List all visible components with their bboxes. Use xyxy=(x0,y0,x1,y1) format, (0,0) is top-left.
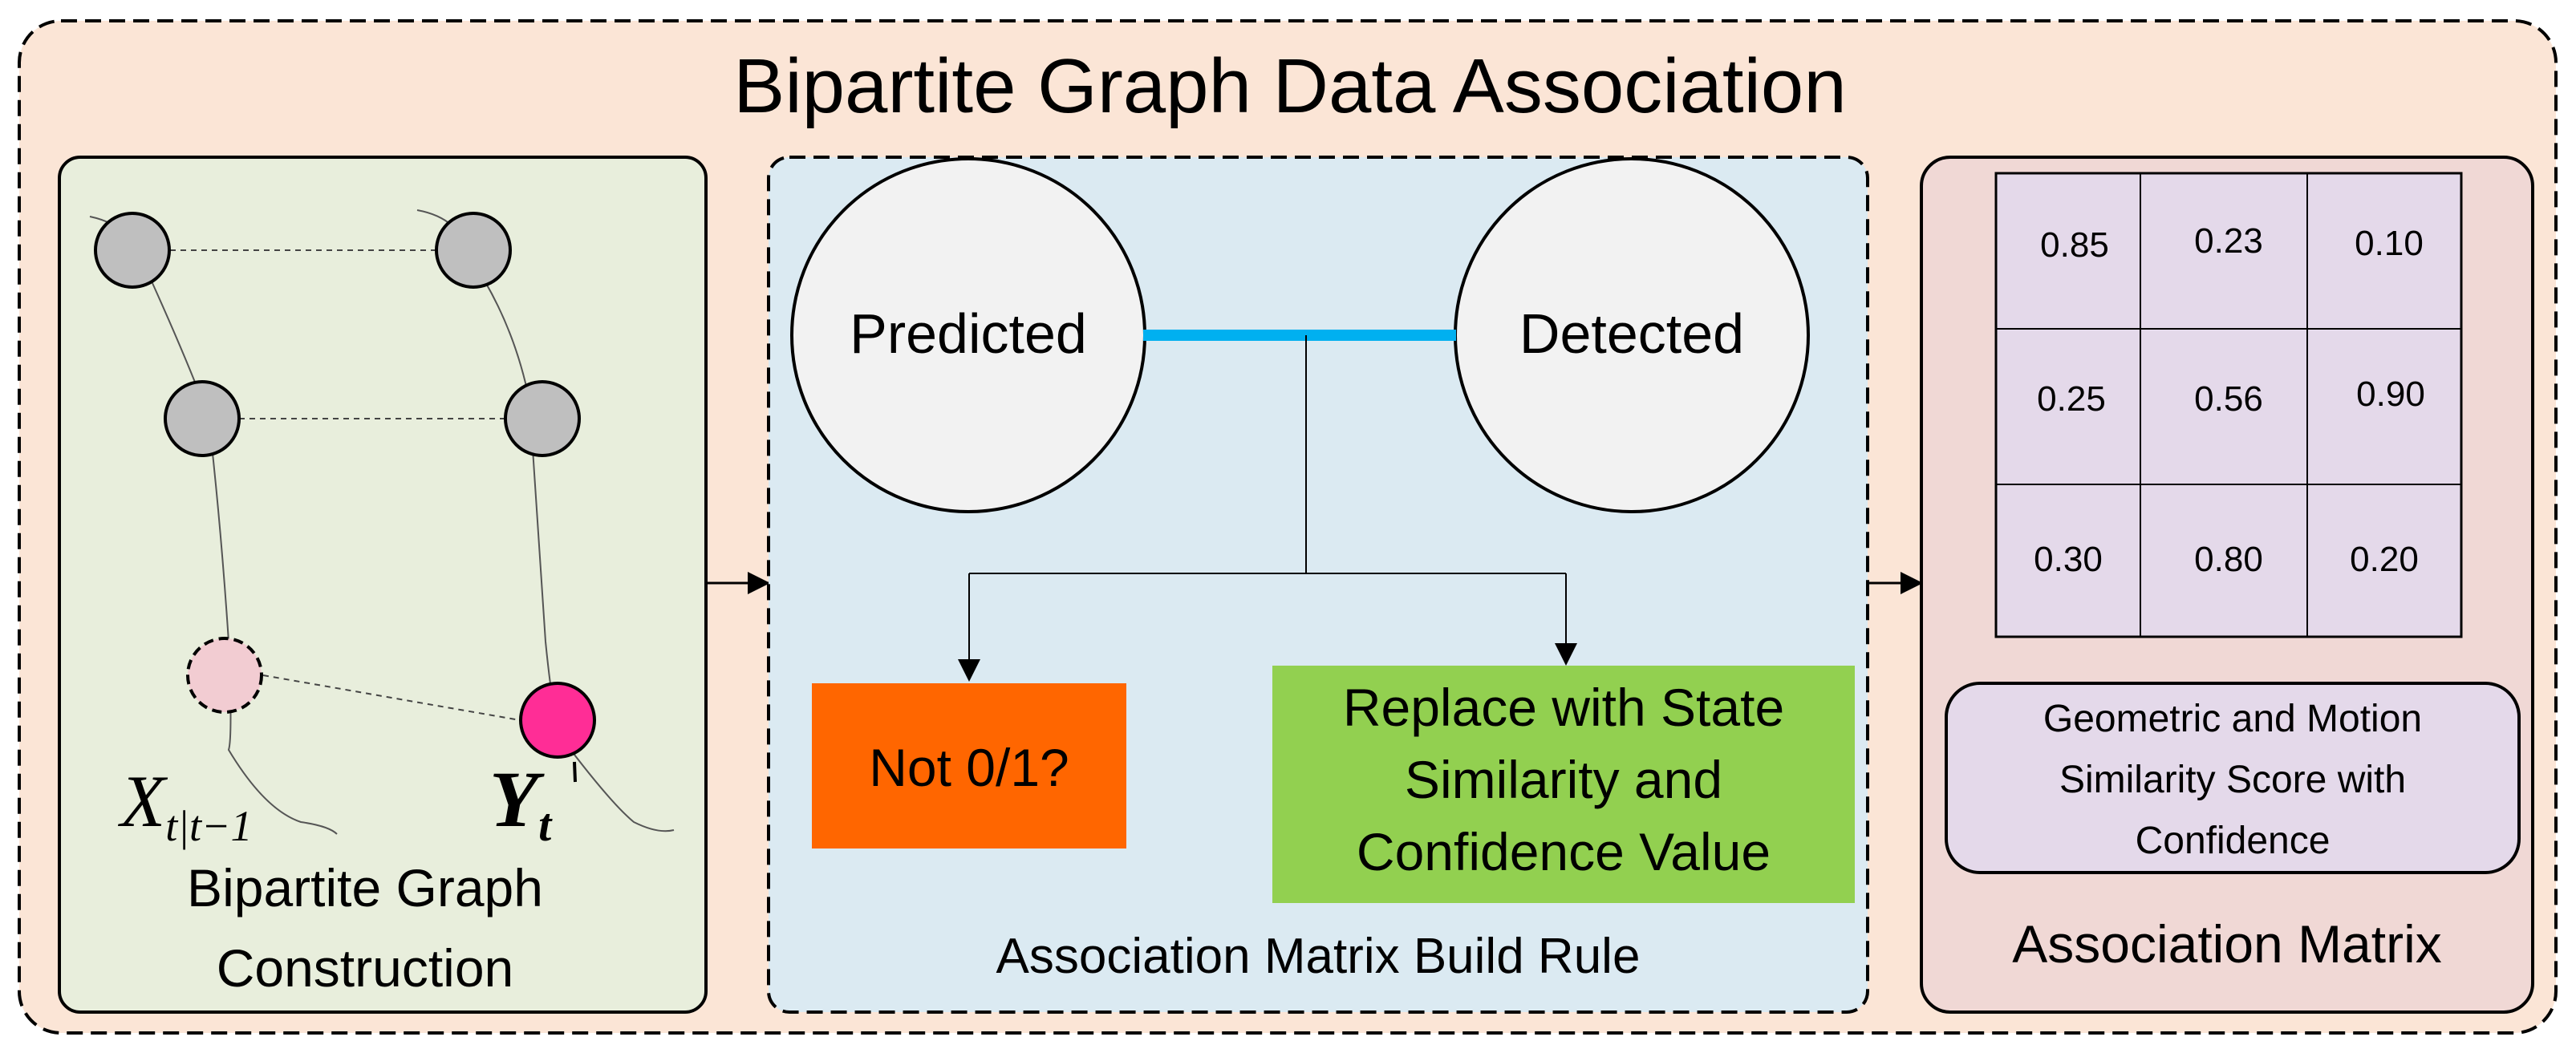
similarity-note-box xyxy=(1945,682,2521,874)
node-predicted-dashed xyxy=(186,637,263,714)
action-box xyxy=(1272,666,1855,903)
label-x-main: X xyxy=(117,760,168,842)
diagram-title: Bipartite Graph Data Association xyxy=(733,43,1846,129)
node-detected-label: Detected xyxy=(1519,302,1744,365)
left-caption-line1: Bipartite Graph xyxy=(187,858,543,917)
left-panel-box xyxy=(58,156,708,1014)
matrix-cell: 0.25 xyxy=(2037,379,2106,419)
decision-label: Not 0/1? xyxy=(869,738,1069,797)
action-label-line2: Similarity and xyxy=(1405,750,1722,809)
label-y-detected: Yt xyxy=(489,755,553,851)
similarity-note-line3: Confidence xyxy=(2136,820,2331,862)
action-label-line3: Confidence Value xyxy=(1357,822,1771,881)
node-gray-2 xyxy=(435,212,512,289)
center-panel: Predicted Detected Not 0/1? Replace with… xyxy=(767,156,1869,1014)
label-y-subscript: t xyxy=(538,799,553,851)
label-y-tick xyxy=(573,761,577,783)
decision-box xyxy=(812,683,1126,848)
matrix-cell: 0.80 xyxy=(2194,540,2263,579)
edge-row-3 xyxy=(262,674,521,721)
node-gray-1 xyxy=(94,212,171,289)
association-matrix: 0.85 0.23 0.10 0.25 0.56 0.90 0.30 0.80 … xyxy=(1994,172,2463,638)
matrix-cell: 0.90 xyxy=(2356,375,2425,414)
node-gray-4 xyxy=(504,380,581,457)
matrix-box xyxy=(1994,172,2463,638)
node-detected-magenta xyxy=(519,682,596,759)
label-x-subscript: t|t−1 xyxy=(165,802,252,850)
center-caption: Association Matrix Build Rule xyxy=(996,929,1641,984)
matrix-cell: 0.85 xyxy=(2040,225,2109,265)
label-x-predicted: Xt|t−1 xyxy=(117,760,253,850)
right-caption: Association Matrix xyxy=(2012,914,2442,974)
right-panel: 0.85 0.23 0.10 0.25 0.56 0.90 0.30 0.80 … xyxy=(1920,156,2534,1014)
similarity-note-line1: Geometric and Motion xyxy=(2043,698,2422,740)
left-caption-line2: Construction xyxy=(217,938,514,998)
node-gray-3 xyxy=(164,380,241,457)
matrix-cell: 0.23 xyxy=(2194,221,2263,261)
matrix-cell: 0.20 xyxy=(2350,540,2419,579)
similarity-note-line2: Similarity Score with xyxy=(2059,759,2406,801)
action-label-line1: Replace with State xyxy=(1343,678,1784,737)
matrix-cell: 0.10 xyxy=(2355,224,2424,263)
left-panel: Xt|t−1 Yt Bipartite Graph Construction xyxy=(58,156,708,1014)
label-y-main: Y xyxy=(489,755,545,844)
matrix-cell: 0.56 xyxy=(2194,379,2263,419)
matrix-cell: 0.30 xyxy=(2034,540,2103,579)
node-predicted-label: Predicted xyxy=(850,302,1087,365)
